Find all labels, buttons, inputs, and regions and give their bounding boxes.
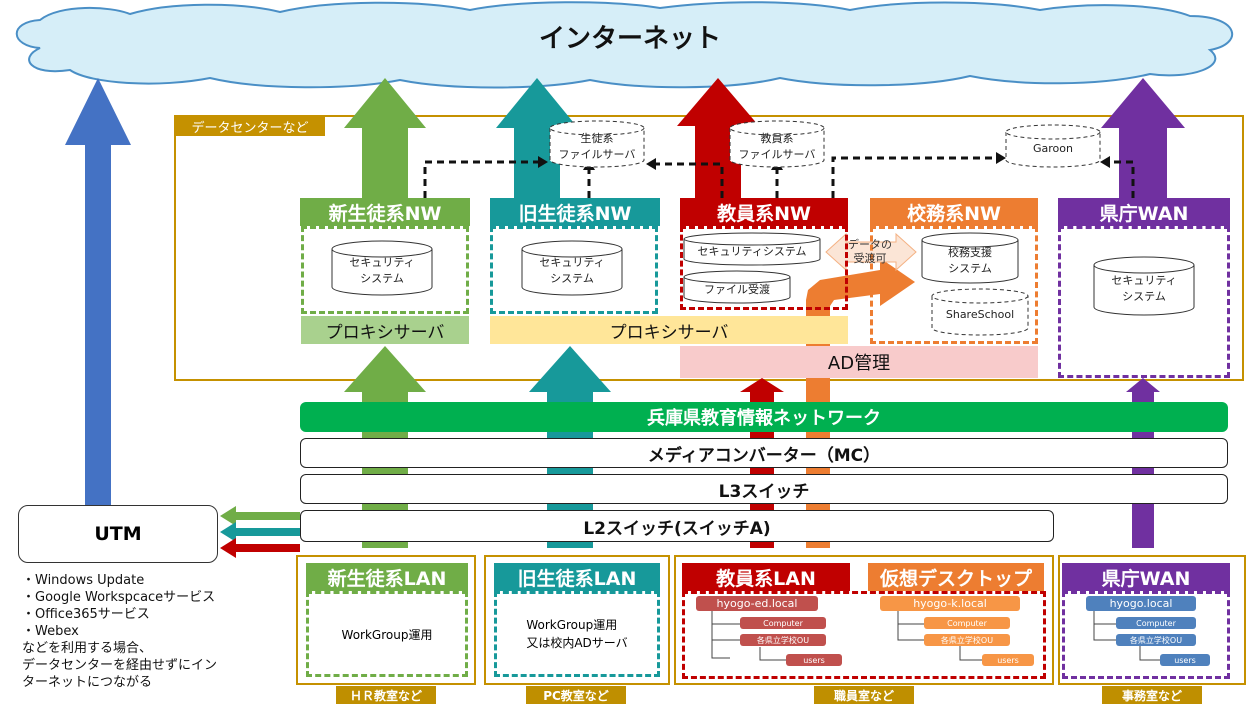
prefecture-users-ou: users bbox=[1160, 654, 1210, 666]
datacenter-label: データセンターなど bbox=[175, 116, 325, 136]
note-line: などを利用する場合、 bbox=[22, 641, 153, 656]
room-label-office: 事務室など bbox=[1102, 686, 1202, 704]
virtual-school-ou: 各県立学校OU bbox=[924, 634, 1010, 646]
utm-internet-arrow bbox=[65, 78, 131, 505]
old-student-lan-body: WorkGroup運用 又は校内ADサーバ bbox=[526, 618, 628, 650]
prefecture-computer-ou: Computer bbox=[1116, 617, 1196, 629]
student-file-server-label: 生徒系 ファイルサーバ bbox=[558, 131, 636, 162]
internet-label: インターネット bbox=[538, 23, 721, 54]
server-connectors bbox=[423, 156, 1135, 198]
l3-switch-bar: L3スイッチ bbox=[300, 474, 1228, 504]
teacher-domain: hyogo-ed.local bbox=[696, 596, 818, 611]
teacher-nw-box bbox=[680, 226, 848, 310]
old-student-lan-box: WorkGroup運用 又は校内ADサーバ bbox=[494, 591, 660, 677]
teacher-security-system: セキュリティシステム bbox=[682, 232, 822, 266]
teacher-users-ou: users bbox=[786, 654, 842, 666]
note-line: ・Google Workspcaceサービス bbox=[22, 590, 216, 605]
prefecture-domain: hyogo.local bbox=[1086, 596, 1196, 611]
proxy-server-shared: プロキシサーバ bbox=[490, 316, 848, 344]
virtual-desktop-title: 仮想デスクトップ bbox=[868, 563, 1044, 591]
prefecture-lan-title: 県庁WAN bbox=[1062, 563, 1230, 591]
new-student-security-system: セキュリティ システム bbox=[330, 240, 434, 296]
teacher-lan-box bbox=[682, 591, 1046, 679]
teacher-lan-title: 教員系LAN bbox=[682, 563, 850, 591]
old-student-lan-title: 旧生徒系LAN bbox=[494, 563, 660, 591]
data-transfer-label: データの 受渡可 bbox=[848, 238, 892, 265]
garoon-server-label: Garoon bbox=[1033, 141, 1073, 155]
teacher-file-server-label: 教員系 ファイルサーバ bbox=[738, 131, 816, 162]
prefecture-nw-box bbox=[1058, 226, 1230, 378]
new-student-nw-title: 新生徒系NW bbox=[300, 198, 470, 226]
old-student-security-system: セキュリティ システム bbox=[520, 240, 624, 296]
school-support-system: 校務支援 システム bbox=[920, 232, 1020, 284]
l2-switch-bar: L2スイッチ(スイッチA) bbox=[300, 510, 1054, 542]
virtual-users-ou: users bbox=[982, 654, 1034, 666]
new-student-security-label: セキュリティ システム bbox=[349, 255, 415, 286]
prefecture-nw-title: 県庁WAN bbox=[1058, 198, 1230, 226]
ad-management: AD管理 bbox=[680, 346, 1038, 378]
media-converter-bar: メディアコンバーター（MC） bbox=[300, 438, 1228, 468]
room-label-hr: ＨＲ教室など bbox=[336, 686, 436, 704]
new-student-nw-box bbox=[301, 226, 469, 314]
teacher-computer-ou: Computer bbox=[740, 617, 826, 629]
internet-cloud bbox=[15, 1, 1234, 89]
room-label-staff: 職員室など bbox=[814, 686, 914, 704]
garoon-server: Garoon bbox=[1004, 124, 1102, 168]
old-student-nw-box bbox=[490, 226, 658, 314]
shareschool-system: ShareSchool bbox=[930, 288, 1030, 336]
prefecture-security-system: セキュリティ システム bbox=[1092, 256, 1196, 316]
proxy-server-new-student: プロキシサーバ bbox=[301, 316, 469, 344]
prefecture-security-label: セキュリティ システム bbox=[1111, 273, 1177, 304]
student-file-server: 生徒系 ファイルサーバ bbox=[548, 120, 646, 168]
virtual-computer-ou: Computer bbox=[924, 617, 1010, 629]
note-line: ・Windows Update bbox=[22, 573, 145, 588]
new-student-lan-title: 新生徒系LAN bbox=[306, 563, 468, 591]
teacher-school-ou: 各県立学校OU bbox=[740, 634, 826, 646]
virtual-domain: hyogo-k.local bbox=[880, 596, 1020, 611]
school-affairs-nw-box bbox=[870, 226, 1038, 344]
note-line: ・Webex bbox=[22, 624, 79, 639]
school-affairs-nw-title: 校務系NW bbox=[870, 198, 1038, 226]
utm-notes: ・Windows Update ・Google Workspcaceサービス ・… bbox=[22, 572, 292, 691]
note-line: ・Office365サービス bbox=[22, 607, 150, 622]
old-student-nw-title: 旧生徒系NW bbox=[490, 198, 660, 226]
note-line: データセンターを経由せずにイン bbox=[22, 658, 218, 673]
utm-input-arrows bbox=[220, 506, 300, 558]
school-support-label: 校務支援 システム bbox=[948, 245, 992, 276]
old-student-security-label: セキュリティ システム bbox=[539, 255, 605, 286]
teacher-security-label: セキュリティシステム bbox=[697, 244, 807, 258]
prefecture-lan-box bbox=[1062, 591, 1230, 679]
room-label-pc: PC教室など bbox=[526, 686, 626, 704]
new-student-lan-body: WorkGroup運用 bbox=[341, 627, 433, 642]
new-student-lan-box: WorkGroup運用 bbox=[306, 591, 468, 677]
note-line: ターネットにつながる bbox=[22, 675, 153, 690]
prefecture-school-ou: 各県立学校OU bbox=[1116, 634, 1196, 646]
file-transfer-label: ファイル受渡 bbox=[704, 282, 770, 296]
hyogo-education-network-bar: 兵庫県教育情報ネットワーク bbox=[300, 402, 1228, 432]
shareschool-label: ShareSchool bbox=[945, 307, 1015, 321]
teacher-file-server: 教員系 ファイルサーバ bbox=[728, 120, 826, 168]
teacher-nw-title: 教員系NW bbox=[680, 198, 848, 226]
file-transfer-system: ファイル受渡 bbox=[682, 270, 792, 304]
utm-box: UTM bbox=[18, 505, 218, 563]
